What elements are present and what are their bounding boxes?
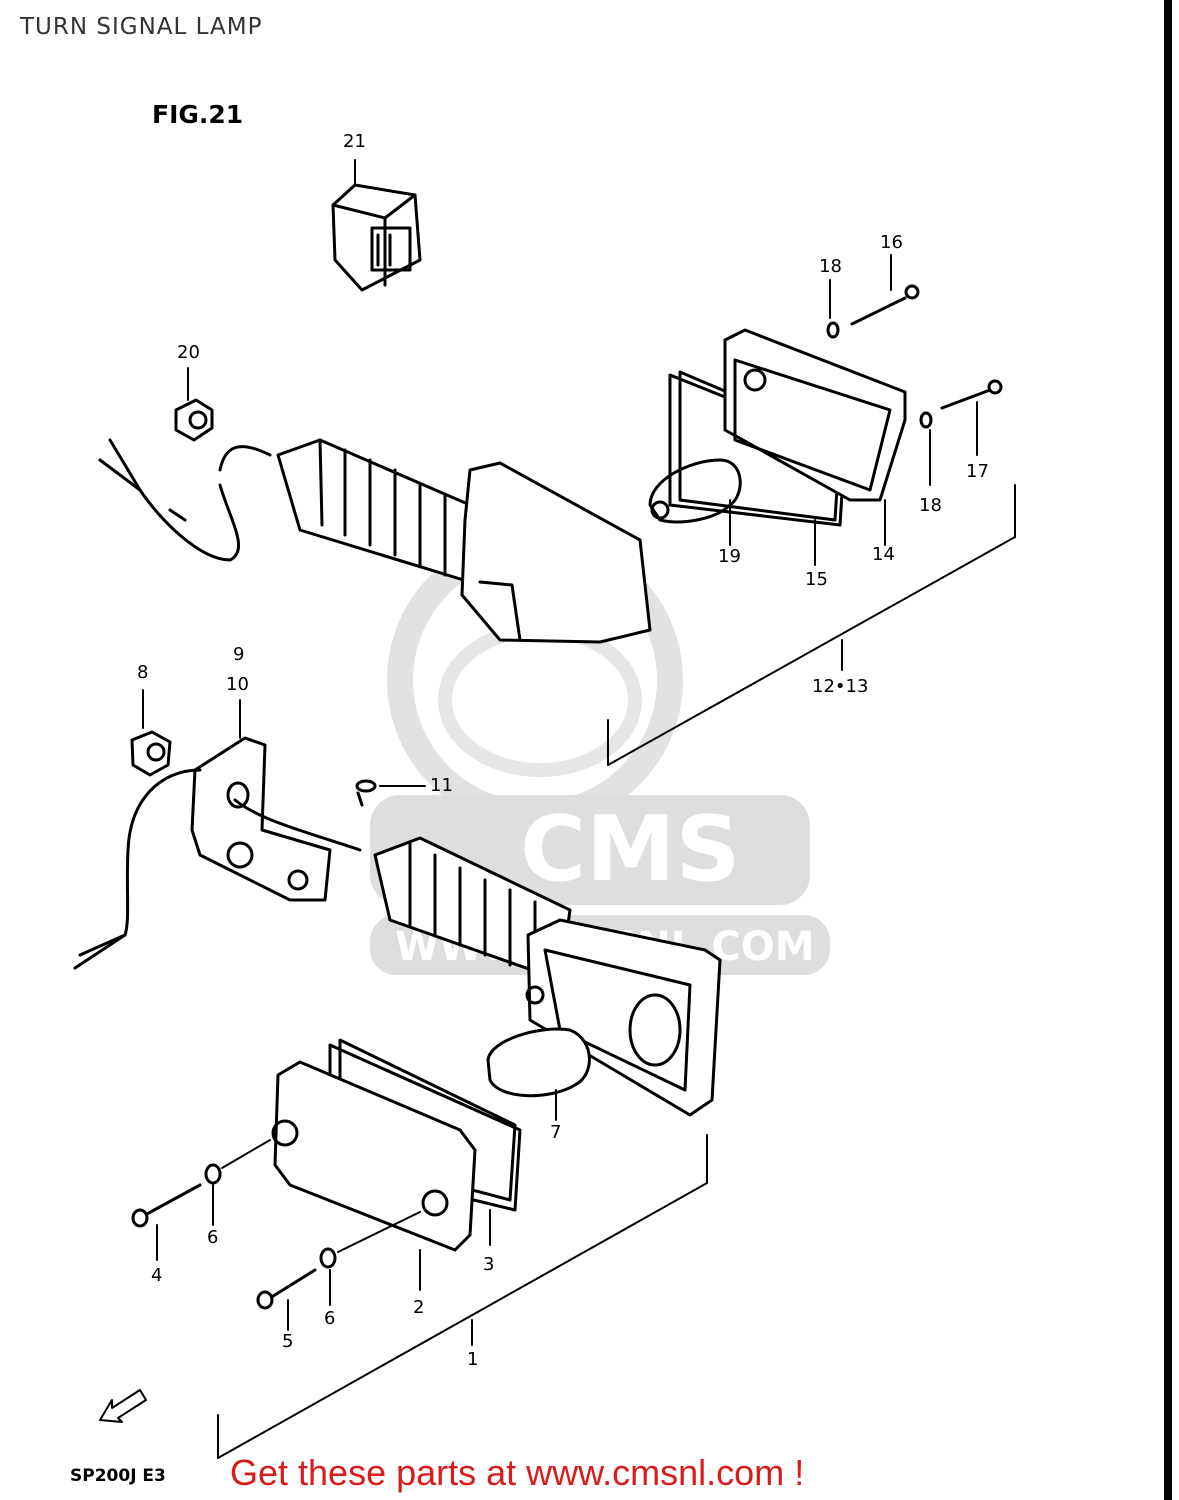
- washer-upper-right-part: [919, 411, 933, 486]
- upper-assy-bracket: [607, 484, 1016, 766]
- callout-1: 1: [467, 1349, 478, 1370]
- callout-18-right: 18: [919, 495, 942, 516]
- figure-label: FIG.21: [152, 100, 244, 129]
- bracket-screw-part: [355, 779, 426, 807]
- screw-lower-b-part: [256, 1268, 317, 1331]
- callout-2: 2: [413, 1297, 424, 1318]
- callout-16: 16: [880, 232, 903, 253]
- callout-19: 19: [718, 546, 741, 567]
- lower-wires: [73, 768, 362, 970]
- callout-4: 4: [151, 1265, 162, 1286]
- page-border: [1164, 0, 1172, 1500]
- nut-lower-part: [130, 689, 172, 777]
- watermark-brand: CMS: [520, 797, 740, 902]
- callout-3: 3: [483, 1254, 494, 1275]
- lens-lower-part: [271, 1060, 477, 1291]
- lower-assy-bracket: [217, 1134, 708, 1459]
- callout-18-top: 18: [819, 256, 842, 277]
- callout-10: 10: [226, 674, 249, 695]
- bulb-lower-part: [486, 1027, 591, 1121]
- callout-17: 17: [966, 461, 989, 482]
- model-code: SP200J E3: [70, 1466, 166, 1486]
- callout-6-a: 6: [207, 1227, 218, 1248]
- upper-wires: [98, 438, 272, 562]
- lens-upper-part: [723, 328, 907, 546]
- washer-lower-a-part: [204, 1139, 271, 1226]
- callout-20: 20: [177, 342, 200, 363]
- relay-part: [331, 159, 422, 292]
- page-title: TURN SIGNAL LAMP: [20, 14, 263, 40]
- screw-lower-a-part: [131, 1183, 202, 1261]
- callout-5: 5: [282, 1331, 293, 1352]
- lower-lamp-body: [373, 836, 722, 1117]
- washer-lower-b-part: [319, 1211, 421, 1306]
- callout-21: 21: [343, 131, 366, 152]
- washer-upper-top-part: [826, 279, 840, 339]
- callout-labels: 21 20 16 18 17 18 14 15 19 12•13 8 9 10 …: [137, 131, 989, 1370]
- fwd-arrow-icon: [99, 1389, 147, 1423]
- callout-12-13: 12•13: [812, 676, 868, 697]
- callout-8: 8: [137, 662, 148, 683]
- bracket-part: [190, 699, 332, 902]
- callout-6-b: 6: [324, 1308, 335, 1329]
- callout-15: 15: [805, 569, 828, 590]
- callout-9: 9: [233, 644, 244, 665]
- nut-upper-part: [174, 367, 214, 442]
- screw-upper-top-part: [850, 254, 920, 326]
- callout-14: 14: [872, 544, 895, 565]
- upper-lamp-body: [276, 438, 652, 644]
- callout-11: 11: [430, 775, 453, 796]
- screw-upper-right-part: [940, 379, 1003, 456]
- cta-link[interactable]: Get these parts at www.cmsnl.com !: [230, 1452, 805, 1493]
- callout-7: 7: [550, 1122, 561, 1143]
